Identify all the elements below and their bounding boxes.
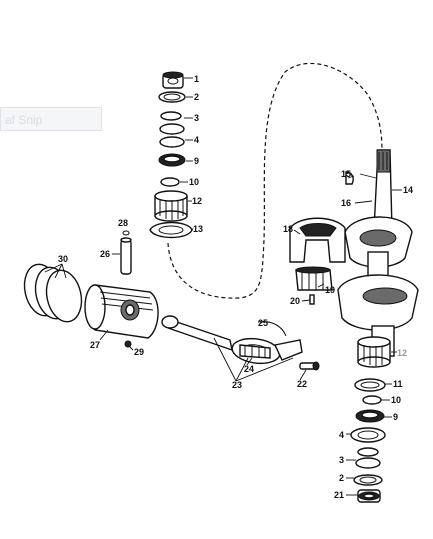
- piston-part-27: [84, 284, 159, 348]
- callout-21: 21: [334, 490, 344, 500]
- ring-part-10: [160, 177, 180, 187]
- pin-part-20: [309, 294, 315, 305]
- callout-labels-right: 12 11 10 9 4 3 2: [339, 348, 407, 483]
- callout-2: 2: [194, 92, 199, 102]
- callout-28: 28: [118, 218, 128, 228]
- callout-24: 24: [244, 364, 254, 374]
- callout-r9: 9: [393, 412, 398, 422]
- bearing-cage-part-18: [289, 217, 346, 263]
- leaders-crank: [293, 175, 402, 302]
- leaders-piston: [44, 253, 134, 351]
- callout-25: 25: [258, 318, 268, 328]
- seal-r21: [357, 489, 381, 503]
- callout-19: 19: [325, 285, 335, 295]
- callout-labels: 1 2 3 4 9 10 12 13 14 15 16 18 19 20 21 …: [58, 74, 413, 500]
- connecting-rod: [161, 315, 303, 365]
- callout-r12: 12: [397, 348, 407, 358]
- callout-r2: 2: [339, 473, 344, 483]
- ring-r3a: [357, 447, 379, 457]
- ring-r11: [354, 378, 386, 392]
- callout-16: 16: [341, 198, 351, 208]
- callout-13: 13: [193, 224, 203, 234]
- callout-12: 12: [192, 196, 202, 206]
- callout-14: 14: [403, 185, 413, 195]
- ring-r4: [350, 427, 386, 443]
- callout-23: 23: [232, 380, 242, 390]
- snip-tool-overlay[interactable]: af Snip: [0, 107, 102, 131]
- ring-part-3: [160, 111, 182, 121]
- rod-bolt-part-22: [299, 361, 320, 371]
- ring-r2: [353, 474, 383, 486]
- ring-part-4: [159, 136, 185, 148]
- callout-9: 9: [194, 156, 199, 166]
- plate-part-13: [149, 221, 193, 239]
- callout-20: 20: [290, 296, 300, 306]
- callout-r10: 10: [391, 395, 401, 405]
- callout-3: 3: [194, 113, 199, 123]
- leaders-bottom-right: [346, 351, 397, 496]
- ring-part-3b: [159, 123, 185, 135]
- ring-r3b: [355, 457, 381, 469]
- top-bearing-stack: [149, 71, 193, 239]
- seal-part-1: [162, 71, 184, 89]
- callout-10: 10: [189, 177, 199, 187]
- callout-29: 29: [134, 347, 144, 357]
- callout-r4: 4: [339, 430, 344, 440]
- callout-4: 4: [194, 135, 199, 145]
- snip-overlay-label: af Snip: [5, 113, 43, 127]
- rod-bearing-part-24: [239, 344, 271, 359]
- callout-15: 15: [341, 169, 351, 179]
- clip-part-29: [124, 340, 132, 348]
- callout-27: 27: [90, 340, 100, 350]
- woodruff-key-part-15: [345, 171, 354, 185]
- piston-rings-part-30: [23, 263, 83, 323]
- rod-cap: [273, 339, 303, 361]
- ring-r10: [362, 395, 382, 405]
- wrist-pin-part-26: [120, 230, 132, 275]
- callout-r3: 3: [339, 455, 344, 465]
- callout-1: 1: [194, 74, 199, 84]
- roller-bearing-r12: [357, 336, 391, 368]
- clip-part-28: [122, 230, 130, 236]
- callout-18: 18: [283, 224, 293, 234]
- crankshaft-part-14: [337, 149, 419, 357]
- callout-26: 26: [100, 249, 110, 259]
- leaders-rod: [213, 321, 307, 382]
- callout-22: 22: [297, 379, 307, 389]
- bearing-part-9: [158, 153, 186, 167]
- roller-bearing-part-12: [154, 190, 188, 222]
- leaders-top-left: [180, 77, 193, 230]
- callout-30: 30: [58, 254, 68, 264]
- bottom-bearing-stack: [350, 336, 391, 503]
- bearing-r9: [355, 409, 385, 423]
- callout-r11: 11: [393, 379, 403, 389]
